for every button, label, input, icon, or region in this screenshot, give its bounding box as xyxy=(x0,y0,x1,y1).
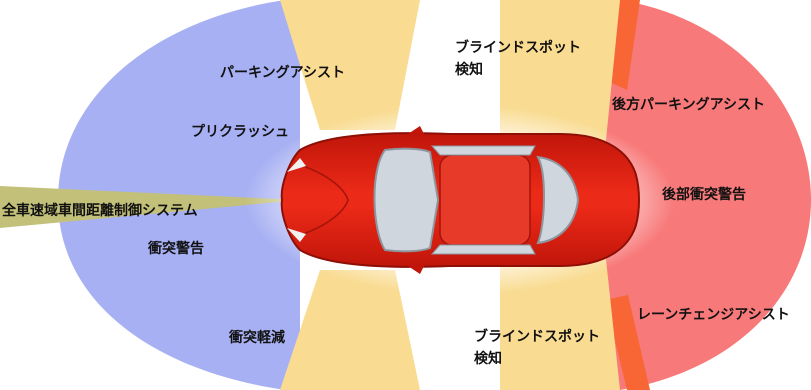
car-mirror-bottom xyxy=(405,264,425,274)
label-blind-spot-bottom: ブラインドスポット 検知 xyxy=(474,329,600,367)
label-collision-mitigation: 衝突軽減 xyxy=(229,330,285,346)
label-precrash: プリクラッシュ xyxy=(191,124,289,140)
car-headlight-top xyxy=(287,158,306,172)
car-illustration xyxy=(280,126,640,274)
car-side-window-top xyxy=(430,145,536,156)
car-mirror-top xyxy=(405,126,425,136)
car-headlight-bottom xyxy=(287,228,306,242)
side-zone-front-bottom xyxy=(280,270,420,390)
car-rear-window xyxy=(536,155,580,245)
label-acc: 全車速域車間距離制御システム xyxy=(2,203,198,219)
label-lane-change-assist: レーンチェンジアシスト xyxy=(637,307,790,323)
rear-edge-top xyxy=(605,0,640,90)
label-rear-collision-warning: 後部衝突警告 xyxy=(662,187,746,203)
side-zone-front-top xyxy=(280,0,420,130)
car-roof xyxy=(439,154,531,246)
acc-beam-zone xyxy=(0,186,300,228)
label-parking-assist: パーキングアシスト xyxy=(220,65,346,81)
label-blind-spot-top: ブラインドスポット 検知 xyxy=(455,40,581,78)
rear-edge-bottom xyxy=(605,295,650,390)
label-rear-parking-assist: 後方パーキングアシスト xyxy=(612,97,766,113)
car-side-window-bottom xyxy=(430,244,536,255)
car-windshield xyxy=(373,147,440,253)
car-hood-line xyxy=(299,164,349,236)
label-collision-warning: 衝突警告 xyxy=(148,241,204,257)
